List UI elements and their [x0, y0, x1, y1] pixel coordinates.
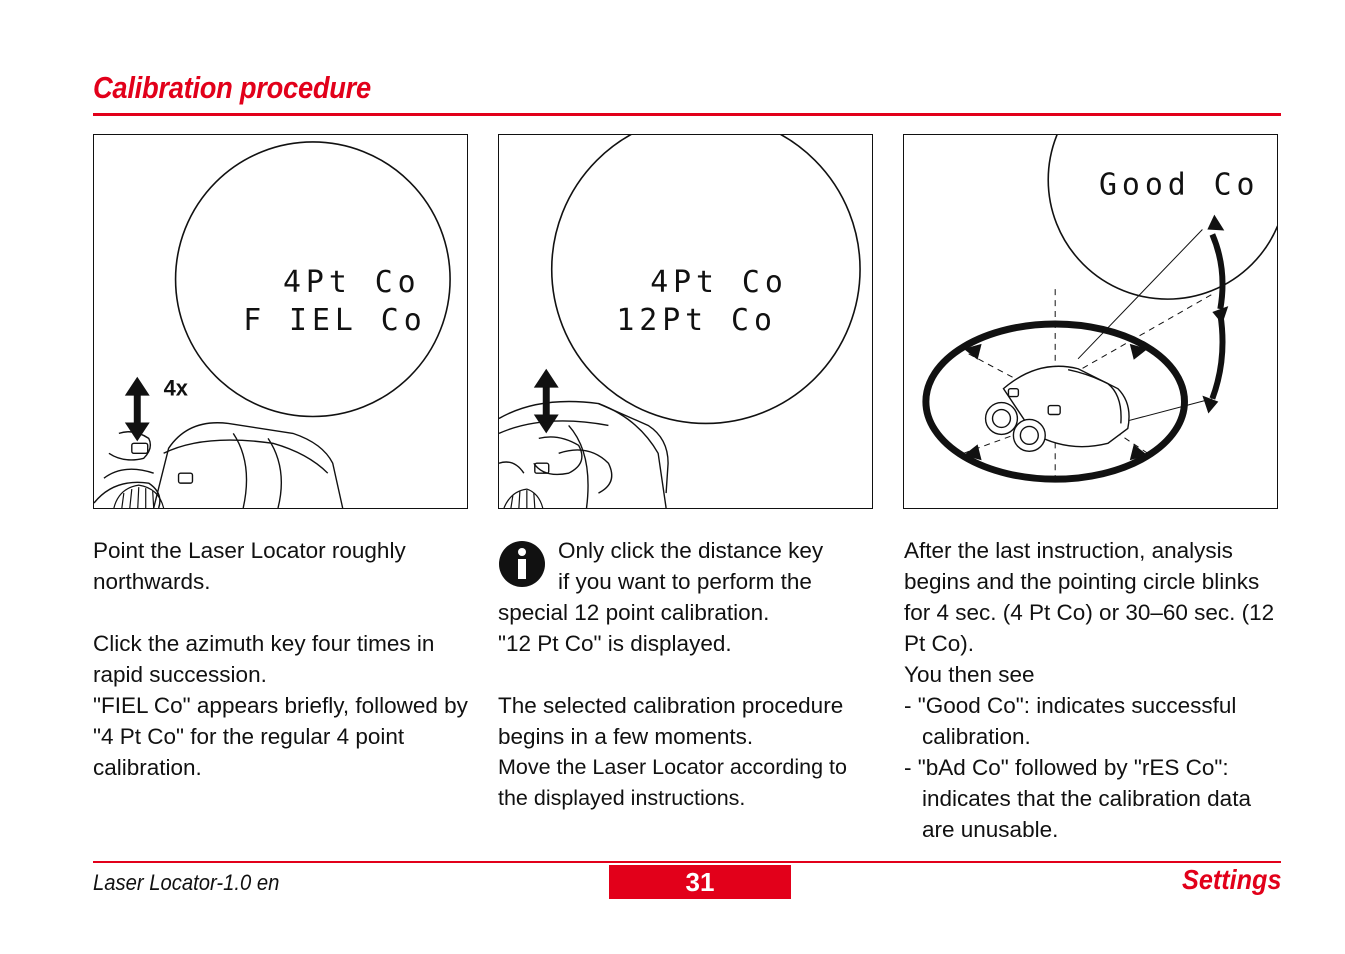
result-bad-co: - "bAd Co" followed by "rES Co": indicat…: [904, 755, 1251, 842]
info-line-3: special 12 point calibration.: [498, 600, 770, 625]
laser-locator-device: [94, 422, 344, 508]
instruction-azimuth-key: Click the azimuth key four times in rapi…: [93, 631, 435, 687]
laser-locator-device: [984, 365, 1130, 453]
illustration-panel-3: Good Co: [903, 134, 1278, 509]
press-count-label: 4x: [164, 376, 188, 401]
display-line-2: 12Pt Co: [616, 303, 777, 338]
info-line-1: Only click the distance key: [558, 538, 824, 563]
circle-arrowheads: [963, 343, 1148, 461]
result-you-see: You then see: [904, 662, 1035, 687]
text-column-1: Point the Laser Locator roughly northwar…: [93, 535, 468, 783]
dial-icon: [503, 488, 544, 508]
note-move-device: Move the Laser Locator according to the …: [498, 755, 847, 810]
illustration-panel-1: 4Pt Co F IEL Co 4x: [93, 134, 468, 509]
page-title: Calibration procedure: [93, 70, 371, 105]
illustration-panel-2: 4Pt Co 12Pt Co: [498, 134, 873, 509]
text-column-2: Only click the distance key if you want …: [498, 535, 878, 814]
dial-icon: [113, 484, 165, 508]
page-number: 31: [609, 865, 791, 899]
display-circle: [1047, 135, 1277, 300]
tilt-arrow-icon: [1202, 214, 1229, 414]
figure-calibration-result: Good Co: [922, 135, 1277, 483]
display-line-1: 4Pt Co: [650, 265, 788, 300]
result-analysis: After the last instruction, analysis beg…: [904, 538, 1275, 656]
info-icon: [499, 541, 545, 587]
note-procedure-begins: The selected calibration procedure begin…: [498, 693, 844, 749]
footer-rule: [93, 861, 1281, 863]
note-12pt-displayed: "12 Pt Co" is displayed.: [498, 631, 732, 656]
instruction-fiel-co: "FIEL Co" appears briefly, followed by "…: [93, 693, 468, 780]
info-line-2: if you want to perform the: [558, 569, 812, 594]
header-rule: [93, 113, 1281, 116]
text-column-3: After the last instruction, analysis beg…: [904, 535, 1284, 845]
result-good-co: - "Good Co": indicates successful calibr…: [904, 693, 1237, 749]
display-circle: [174, 141, 451, 418]
up-down-arrow-icon: [124, 376, 150, 442]
display-line-1: Good Co: [1099, 168, 1260, 203]
figure-azimuth-key: 4Pt Co F IEL Co 4x: [94, 141, 451, 508]
laser-locator-device: [499, 400, 669, 508]
instruction-point-north: Point the Laser Locator roughly northwar…: [93, 538, 406, 594]
manual-name: Laser Locator-1.0 en: [93, 870, 280, 895]
figure-distance-key: 4Pt Co 12Pt Co: [499, 135, 861, 508]
up-down-arrow-icon: [533, 368, 559, 434]
display-line-1: 4Pt Co: [283, 265, 421, 300]
display-circle: [550, 135, 861, 425]
pointing-circle: [922, 320, 1188, 483]
display-line-2: F IEL Co: [243, 303, 426, 338]
section-name: Settings: [1181, 864, 1281, 895]
